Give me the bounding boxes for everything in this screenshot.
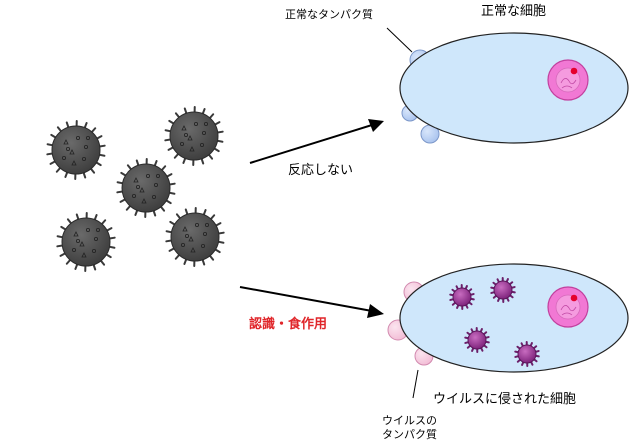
arrow-no-reaction: [249, 119, 384, 164]
nucleus-normal: [547, 59, 589, 101]
label-normal-cell: 正常な細胞: [481, 4, 547, 19]
virus-particle: [46, 120, 106, 180]
infected-cell: [387, 263, 629, 399]
label-virus-protein-2: タンパク質: [382, 428, 437, 441]
infected-cell-body: [399, 263, 629, 373]
nucleus-infected: [547, 286, 589, 328]
normal-cell: [386, 27, 629, 144]
virus-particle-ingested: [449, 284, 475, 310]
label-infected-cell: ウイルスに侵された細胞: [433, 392, 577, 407]
virus-particle: [56, 212, 116, 272]
label-recognition: 認識・食作用: [249, 317, 328, 332]
label-no-reaction: 反応しない: [288, 163, 354, 178]
normal-protein-leader-line: [386, 27, 413, 53]
virus-particle: [116, 158, 176, 218]
virus-protein-leader-line: [412, 369, 419, 399]
arrow-recognition: [239, 286, 384, 318]
ingested-viruses-group: [449, 277, 540, 367]
nucleolus-dot: [570, 67, 578, 75]
virus-particles-group: [46, 106, 225, 272]
virus-particle-ingested: [490, 277, 516, 303]
label-normal-protein: 正常なタンパク質: [285, 8, 373, 21]
virus-particle-ingested: [464, 327, 490, 353]
nucleolus-dot: [570, 294, 578, 302]
virus-particle: [165, 207, 225, 267]
virus-particle-ingested: [514, 341, 540, 367]
virus-particle: [164, 106, 224, 166]
normal-cell-body: [399, 32, 629, 144]
label-virus-protein-1: ウイルスの: [382, 414, 437, 427]
